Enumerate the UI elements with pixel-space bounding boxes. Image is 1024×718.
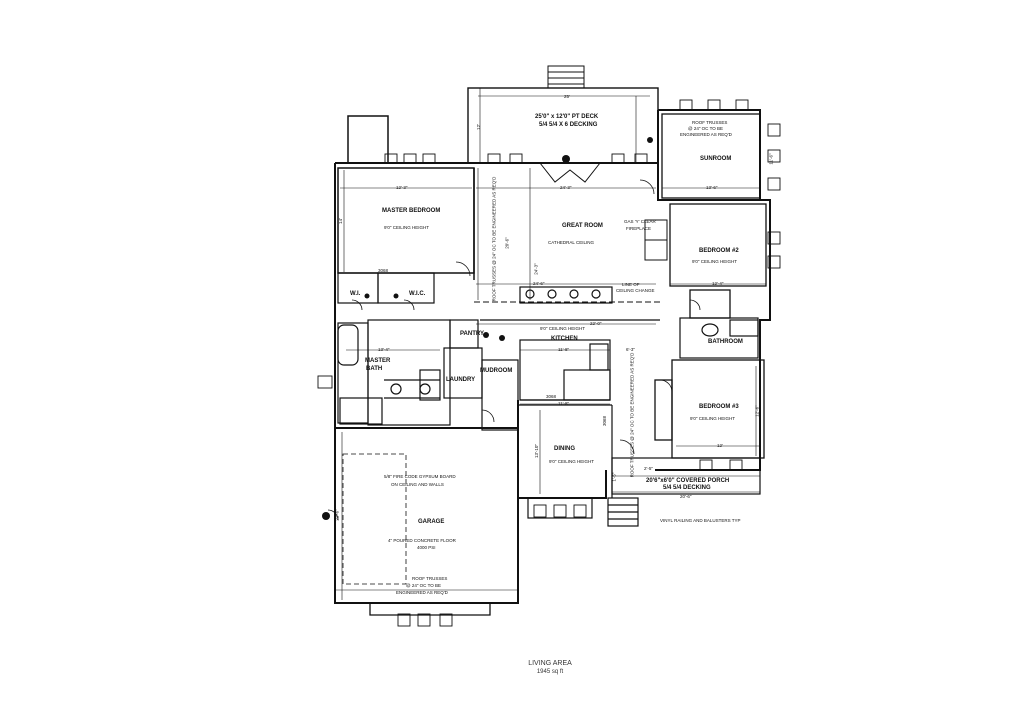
sunroom-trusses-1: ROOF TRUSSES: [692, 120, 728, 125]
bath-width-dim: 13'-4": [378, 347, 390, 352]
porch-step-dim-a: 2'-5": [644, 466, 653, 471]
dimension-lines: [340, 168, 766, 600]
garage-depth-dim: 22'-6": [334, 509, 340, 521]
pantry-laundry-mudroom: [419, 319, 519, 431]
great-width-dim: 24'-3": [560, 185, 572, 190]
sunroom-walls: [661, 113, 761, 199]
garage-trusses-3: ENGINEERED AS REQ'D: [396, 590, 448, 595]
ceiling-change-label-2: CEILING CHANGE: [616, 288, 655, 293]
master-bath-label-2: BATH: [366, 366, 383, 372]
bedroom3-depth-dim: 12'-6": [754, 405, 760, 417]
dining-label: DINING: [554, 446, 575, 452]
pantry-label: PANTRY: [460, 331, 484, 337]
porch-step-dim-b: 1'-5": [611, 472, 617, 482]
garage-trusses-1: ROOF TRUSSES: [412, 576, 448, 581]
bedroom2-width-dim: 12'-4": [712, 281, 724, 286]
garage-board-2: ON CEILING AND WALLS: [391, 482, 444, 487]
deck-depth-dim: 12': [475, 124, 481, 130]
door-swings: [327, 179, 701, 521]
window-markers: [317, 99, 781, 627]
kitchen-label: KITCHEN: [551, 336, 578, 342]
great-depth-dim-2: 24'-3": [533, 263, 539, 275]
fireplace-label-1: GAS 'Y' CLEAR: [624, 219, 656, 224]
door-3068-master: 3068: [378, 268, 389, 273]
cathedral-ceiling-label: CATHEDRAL CEILING: [548, 240, 595, 245]
bathroom-label: BATHROOM: [708, 339, 743, 345]
span-22-0-dim: 22'-0": [590, 321, 602, 326]
kitchen-width-dim: 11'-8": [558, 347, 570, 352]
deck-width-dim: 25': [564, 94, 570, 99]
great-depth-dim: 20'-6": [504, 237, 510, 249]
dining-trusses-note: ROOF TRUSSES @ 24" OC TO BE ENGINEERED A…: [629, 352, 635, 478]
garage-floor-2: 4000 PSI: [417, 545, 436, 550]
sunroom-trusses-3: ENGINEERED AS REQ'D: [680, 132, 732, 137]
sunroom-trusses-2: @ 24" OC TO BE: [688, 126, 724, 131]
master-width-dim: 12'-3": [396, 185, 408, 190]
bedroom2-ceiling: 9'0" CEILING HEIGHT: [692, 259, 737, 264]
mudroom-label: MUDROOM: [480, 368, 513, 374]
door-3068-dining: 3068: [602, 415, 608, 427]
kitchen-walls: [480, 286, 660, 401]
living-area-value: 1945 sq ft: [536, 669, 564, 675]
master-depth-dim: 14': [337, 218, 343, 224]
sunroom-label: SUNROOM: [700, 156, 732, 162]
sunroom-depth-dim: 11'-6": [768, 153, 774, 165]
great-room-walls: [474, 162, 668, 303]
railing-note: VINYL RAILING AND BALUSTERS TYP: [660, 518, 741, 523]
fixture-marks: [322, 137, 653, 520]
master-bedroom-walls: [337, 115, 475, 280]
covered-porch: [607, 457, 761, 527]
door-3068-kitchen: 3068: [546, 394, 557, 399]
bedroom3-label: BEDROOM #3: [699, 404, 739, 410]
garage-board-1: 5/8" FIRE CODE GYPSUM BOARD: [384, 474, 456, 479]
porch-title: 20'6"x6'0" COVERED PORCH: [646, 478, 730, 484]
deck-title: 25'0" x 12'0" PT DECK: [535, 114, 599, 120]
garage-label: GARAGE: [418, 519, 445, 525]
master-bedroom-ceiling: 9'0" CEILING HEIGHT: [384, 225, 429, 230]
sunroom-width-dim: 13'-6": [706, 185, 718, 190]
great-room-label: GREAT ROOM: [562, 223, 603, 229]
laundry-label: LAUNDRY: [446, 377, 476, 383]
bedroom3-width-dim: 12': [717, 443, 723, 448]
master-bath-label-1: MASTER: [365, 358, 391, 364]
garage-trusses-2: @ 24" OC TO BE: [406, 583, 442, 588]
dining-width-dim: 11'-8": [558, 401, 570, 406]
bathroom-walls: [679, 317, 759, 359]
wi-label: W.I.: [350, 291, 361, 297]
porch-decking: 5/4 5/4 DECKING: [663, 485, 711, 491]
bedroom2-label: BEDROOM #2: [699, 248, 739, 254]
fireplace-label-2: FIREPLACE: [626, 226, 652, 231]
kitchen-depth-dim: 6'-3": [626, 347, 635, 352]
dining-ceiling: 9'0" CEILING HEIGHT: [549, 459, 594, 464]
span-24-6-dim: 24'-6": [533, 281, 545, 286]
master-bedroom-label: MASTER BEDROOM: [382, 208, 441, 214]
living-area-title: LIVING AREA: [528, 660, 572, 667]
deck-decking: 5/4 5/4 X 6 DECKING: [539, 122, 598, 128]
dining-depth-dim: 13'-10": [533, 444, 539, 458]
master-suite-interior: [337, 272, 451, 426]
ceiling-change-label-1: LINE OF: [622, 282, 640, 287]
kitchen-ceiling: 9'0" CEILING HEIGHT: [540, 326, 585, 331]
garage-floor-1: 4" POURED CONCRETE FLOOR: [388, 538, 456, 543]
bedroom3-ceiling: 9'0" CEILING HEIGHT: [690, 416, 735, 421]
master-trusses-note: ROOF TRUSSES @ 24" OC TO BE ENGINEERED A…: [491, 176, 497, 302]
wic-label: W.I.C.: [409, 291, 426, 297]
porch-width-dim: 20'-6": [680, 494, 692, 499]
